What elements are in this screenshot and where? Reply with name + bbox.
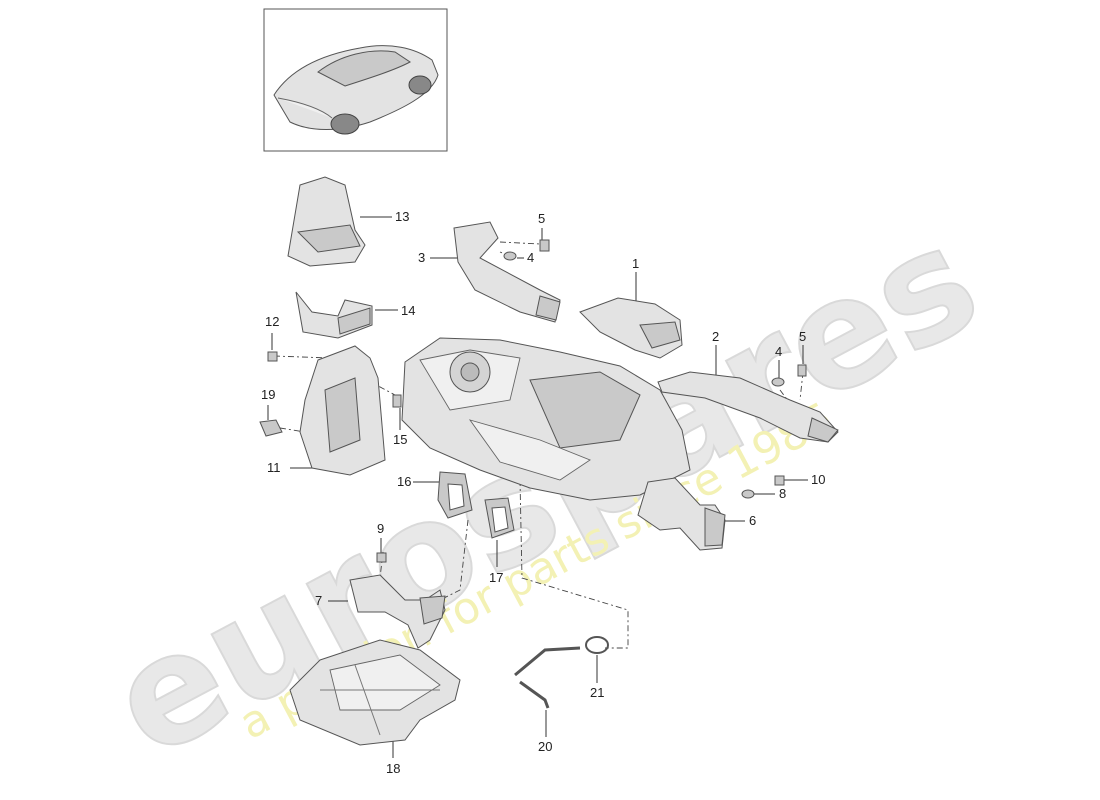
part-9-screw [376, 552, 387, 563]
callout-4b: 4 [775, 344, 782, 359]
vehicle-thumbnail [263, 8, 448, 152]
part-11-housing-bracket [299, 345, 386, 476]
part-7-rear-duct [349, 574, 446, 649]
callout-17: 17 [489, 570, 503, 585]
callout-19: 19 [261, 387, 275, 402]
part-10-screw [774, 475, 785, 486]
part-8-clip [741, 489, 755, 499]
callout-6: 6 [749, 513, 756, 528]
callout-2: 2 [712, 329, 719, 344]
part-15-clip [392, 394, 402, 408]
part-5-screws [539, 239, 807, 377]
callout-18: 18 [386, 761, 400, 776]
callout-14: 14 [401, 303, 415, 318]
callout-21: 21 [590, 685, 604, 700]
callout-8: 8 [779, 486, 786, 501]
part-2-side-duct [657, 371, 839, 443]
part-1-vent-duct [579, 297, 683, 359]
part-13-duct-cover [287, 176, 366, 267]
callout-labels: 13 14 12 19 11 15 3 5 4 1 2 4 5 10 8 6 1… [261, 209, 825, 776]
callout-12: 12 [265, 314, 279, 329]
part-3-air-duct [453, 221, 561, 323]
callout-20: 20 [538, 739, 552, 754]
car-icon [273, 45, 439, 135]
callout-1: 1 [632, 256, 639, 271]
callout-15: 15 [393, 432, 407, 447]
callout-13: 13 [395, 209, 409, 224]
callout-16: 16 [397, 474, 411, 489]
callout-11: 11 [267, 460, 281, 475]
heater-box-assembly [401, 337, 691, 501]
part-6-footwell-duct [637, 477, 726, 551]
callout-5a: 5 [538, 211, 545, 226]
leader-lines [267, 216, 808, 758]
part-20-bracket [514, 646, 581, 709]
callout-5b: 5 [799, 329, 806, 344]
callout-9: 9 [377, 521, 384, 536]
part-14-filter [295, 291, 373, 339]
part-18-underbody-panel [289, 639, 461, 746]
part-16-seal [437, 471, 473, 519]
callout-10: 10 [811, 472, 825, 487]
part-19-sensor [259, 419, 283, 437]
callout-3: 3 [418, 250, 425, 265]
part-17-seal [484, 497, 515, 539]
callout-7: 7 [315, 593, 322, 608]
part-12-nut [267, 351, 278, 362]
part-21-hose-clamp [585, 636, 609, 654]
callout-4a: 4 [527, 250, 534, 265]
part-4-clips [503, 251, 785, 387]
